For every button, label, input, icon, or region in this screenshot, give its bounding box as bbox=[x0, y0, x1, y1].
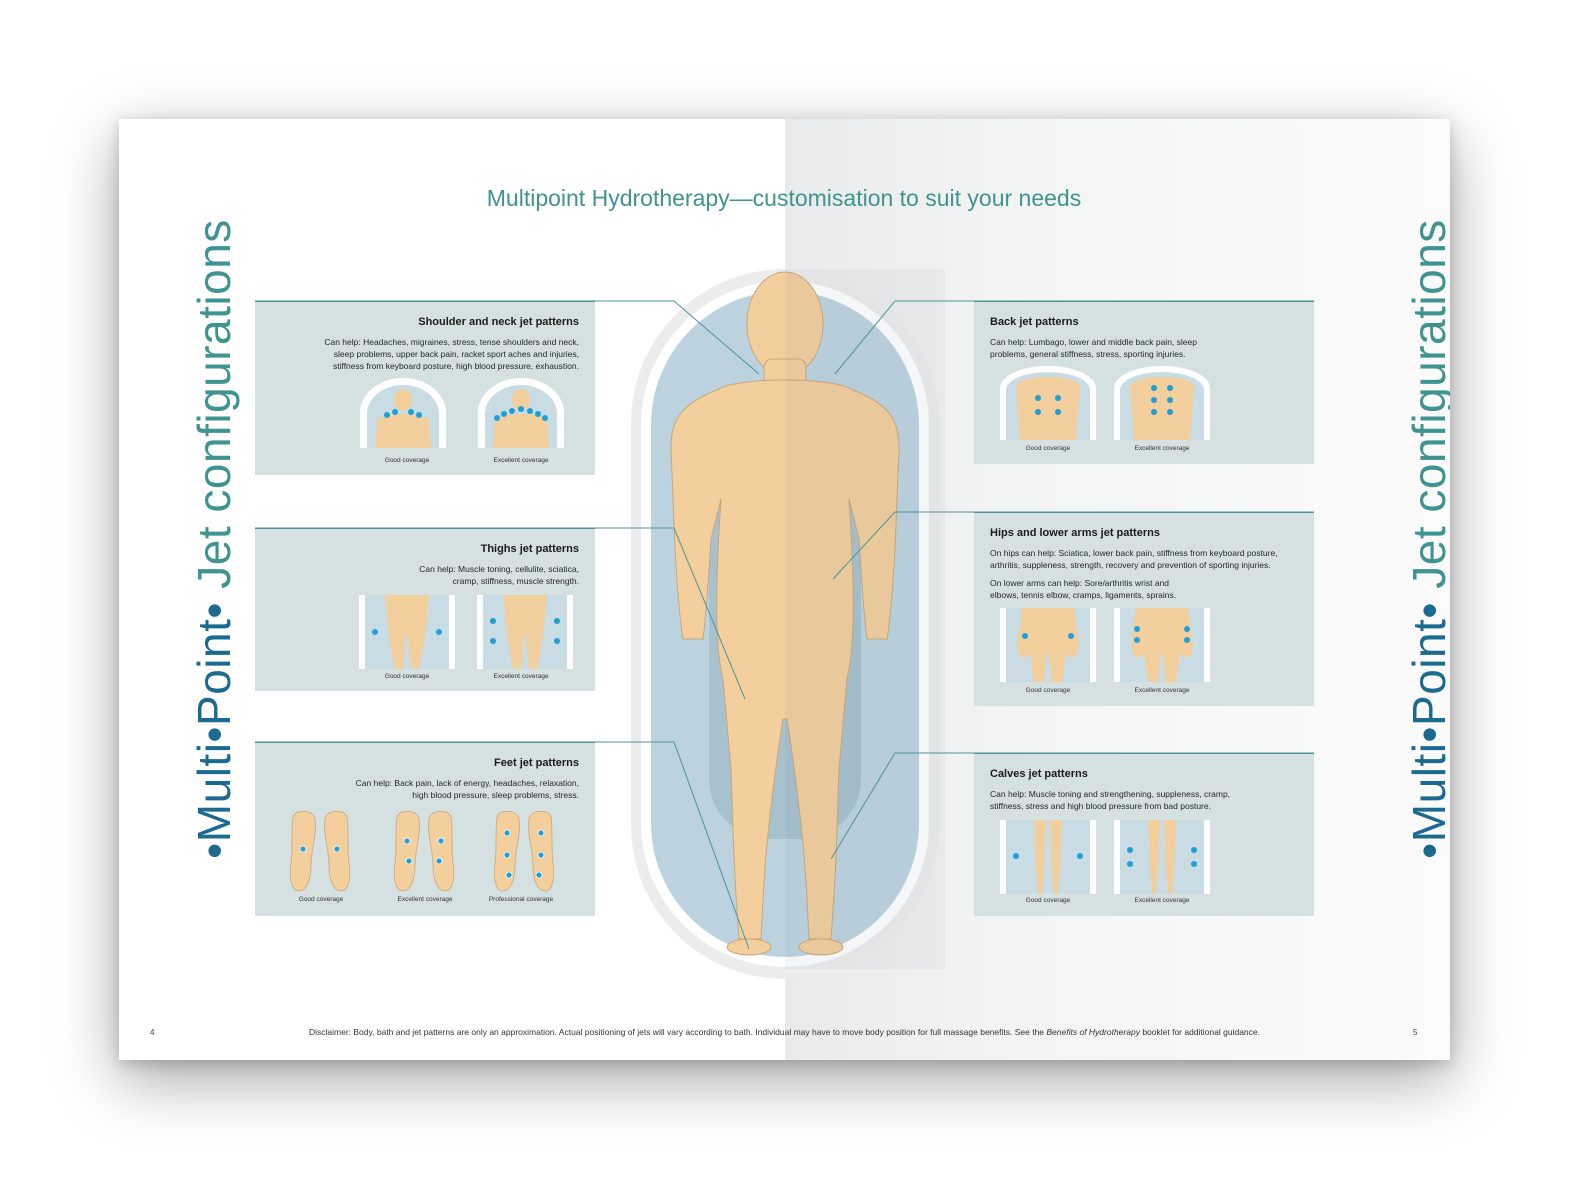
disclaimer-booklet-title: Benefits of Hydrotherapy bbox=[1046, 1027, 1140, 1037]
panel-text: Can help: Muscle toning and strengthenin… bbox=[990, 789, 1231, 811]
panel-text-arms: On lower arms can help: Sore/arthritis w… bbox=[990, 578, 1177, 600]
feet-thumbnails bbox=[289, 810, 555, 892]
thumb-excellent bbox=[477, 595, 573, 669]
feet-good bbox=[289, 810, 351, 892]
panel-text: Can help: Muscle toning, cellulite, scia… bbox=[419, 564, 579, 586]
caption-good: Good coverage bbox=[1025, 687, 1071, 694]
thumb-good bbox=[1000, 366, 1096, 440]
thumb-excellent bbox=[1114, 366, 1210, 440]
caption-good: Good coverage bbox=[1025, 897, 1071, 904]
caption-good: Good coverage bbox=[384, 673, 430, 680]
thumb-excellent bbox=[478, 378, 564, 448]
brochure-spread: •Multi•Point• Jet configurations •Multi•… bbox=[119, 119, 1450, 1060]
panel-title: Feet jet patterns bbox=[494, 757, 579, 769]
disclaimer-text-b: booklet for additional guidance. bbox=[1139, 1027, 1260, 1037]
caption-excellent: Excellent coverage bbox=[493, 673, 549, 680]
human-body bbox=[670, 271, 900, 956]
panel-title: Back jet patterns bbox=[990, 316, 1079, 328]
caption-good: Good coverage bbox=[1025, 445, 1071, 452]
caption-excellent: Excellent coverage bbox=[1134, 687, 1190, 694]
thumb-good bbox=[359, 595, 455, 669]
panel-shoulder-neck: Shoulder and neck jet patterns Can help:… bbox=[255, 301, 595, 475]
back-thumbnails bbox=[1000, 366, 1210, 440]
feet-excellent bbox=[393, 810, 455, 892]
panel-feet: Feet jet patterns Can help: Back pain, l… bbox=[255, 742, 595, 916]
feet-professional bbox=[493, 810, 555, 892]
thumb-good bbox=[360, 378, 446, 448]
shoulder-thumbnails bbox=[360, 378, 564, 448]
panel-text: Can help: Lumbago, lower and middle back… bbox=[990, 337, 1197, 359]
panel-text-hips: On hips can help: Sciatica, lower back p… bbox=[990, 548, 1278, 570]
page-number-right: 5 bbox=[1413, 1028, 1418, 1037]
caption-professional: Professional coverage bbox=[488, 896, 554, 903]
panel-thighs: Thighs jet patterns Can help: Muscle ton… bbox=[255, 528, 595, 691]
calves-thumbnails bbox=[1000, 820, 1210, 894]
hips-thumbnails bbox=[1000, 608, 1210, 682]
caption-good: Good coverage bbox=[384, 457, 430, 464]
panel-title: Shoulder and neck jet patterns bbox=[418, 316, 579, 328]
thighs-thumbnails bbox=[359, 595, 573, 669]
caption-excellent: Excellent coverage bbox=[1134, 445, 1190, 452]
caption-good: Good coverage bbox=[298, 896, 344, 903]
disclaimer-text-a: Disclaimer: Body, bath and jet patterns … bbox=[309, 1027, 1047, 1037]
disclaimer: Disclaimer: Body, bath and jet patterns … bbox=[269, 1027, 1300, 1037]
panel-back: Back jet patterns Can help: Lumbago, low… bbox=[974, 301, 1314, 464]
caption-excellent: Excellent coverage bbox=[1134, 897, 1190, 904]
jet bbox=[384, 412, 390, 418]
caption-excellent: Excellent coverage bbox=[493, 457, 549, 464]
panel-hips-lower-arms: Hips and lower arms jet patterns On hips… bbox=[974, 512, 1314, 706]
panel-text: Can help: Back pain, lack of energy, hea… bbox=[355, 778, 579, 800]
page-headline: Multipoint Hydrotherapy—customisation to… bbox=[486, 185, 1082, 211]
panel-calves: Calves jet patterns Can help: Muscle ton… bbox=[974, 753, 1314, 916]
page-number-left: 4 bbox=[150, 1028, 155, 1037]
panel-title: Calves jet patterns bbox=[990, 768, 1088, 780]
thumb-good bbox=[1000, 820, 1096, 894]
thumb-excellent bbox=[1114, 820, 1210, 894]
panel-title: Hips and lower arms jet patterns bbox=[990, 527, 1160, 539]
caption-excellent: Excellent coverage bbox=[397, 896, 453, 903]
panel-text: Can help: Headaches, migraines, stress, … bbox=[324, 337, 579, 371]
thumb-good bbox=[1000, 608, 1096, 682]
panel-title: Thighs jet patterns bbox=[480, 543, 579, 555]
bath-body-illustration bbox=[255, 269, 1314, 979]
thumb-excellent bbox=[1114, 608, 1210, 682]
